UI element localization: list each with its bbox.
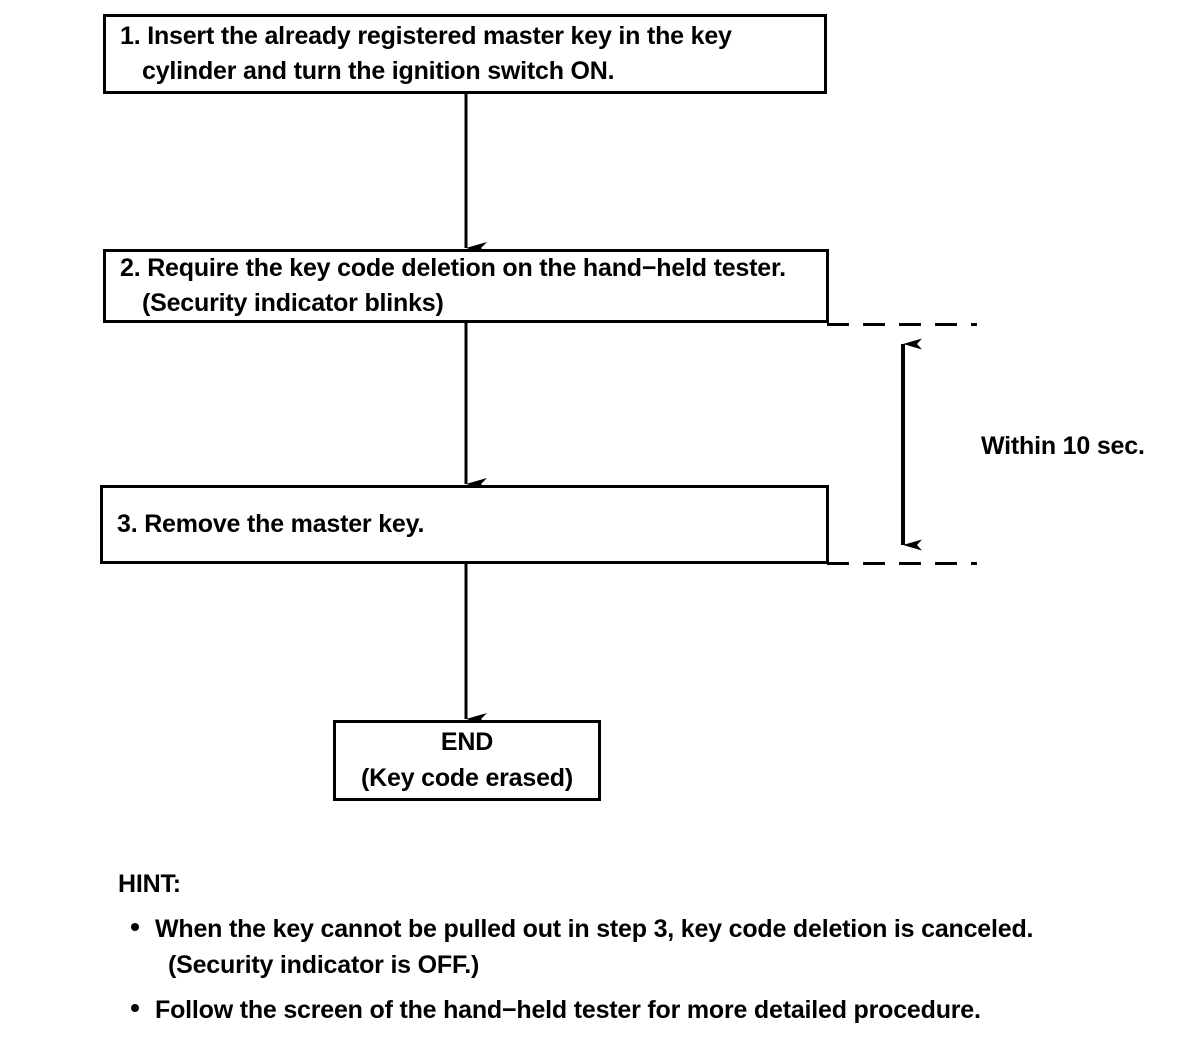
- bullet-icon: [131, 923, 139, 931]
- hint-item-text: Follow the screen of the hand−held teste…: [155, 995, 981, 1024]
- bullet-icon: [131, 1003, 139, 1012]
- step2-line-1: 2. Require the key code deletion on the …: [120, 253, 786, 282]
- flow-node-step3: 3. Remove the master key.: [100, 485, 829, 564]
- end-line-2: (Key code erased): [361, 763, 573, 792]
- step3-line-1: 3. Remove the master key.: [117, 509, 425, 538]
- hint-title: HINT:: [118, 870, 181, 898]
- end-line-1: END: [440, 728, 494, 756]
- step2-line-2: (Security indicator blinks): [142, 289, 444, 317]
- flow-node-step1: 1. Insert the already registered master …: [103, 14, 827, 94]
- hint-item-subtext: (Security indicator is OFF.): [168, 951, 480, 980]
- flow-node-step2: 2. Require the key code deletion on the …: [103, 249, 829, 323]
- hint-block: HINT: When the key cannot be pulled out …: [118, 870, 1168, 1036]
- hint-list-item: Follow the screen of the hand−held teste…: [118, 992, 1168, 1028]
- hint-item-text: When the key cannot be pulled out in ste…: [155, 915, 1034, 943]
- timing-annotation-label: Within 10 sec.: [981, 432, 1145, 460]
- hint-list-item: When the key cannot be pulled out in ste…: [118, 911, 1168, 984]
- flow-node-end: END (Key code erased): [333, 720, 601, 801]
- step1-line-2: cylinder and turn the ignition switch ON…: [142, 57, 615, 85]
- step1-line-1: 1. Insert the already registered master …: [120, 21, 732, 50]
